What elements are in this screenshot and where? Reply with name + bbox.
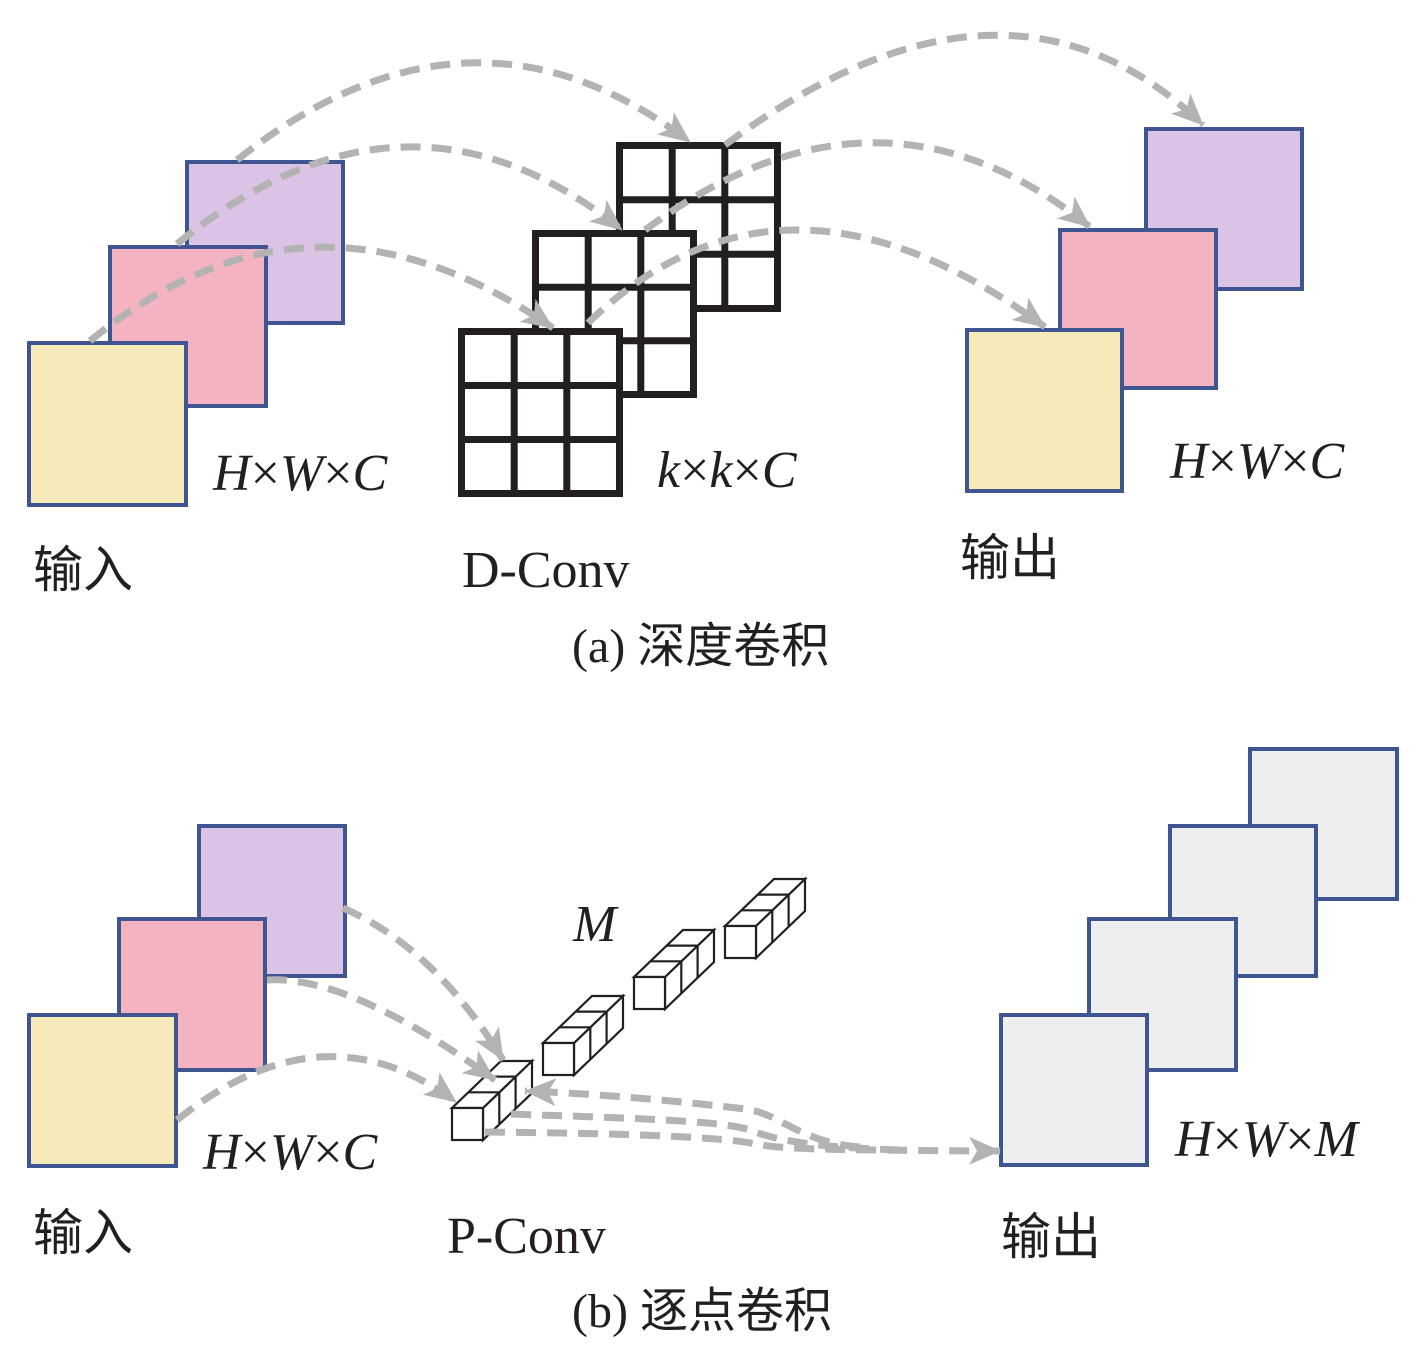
dim-channels: C (353, 445, 389, 502)
cube-front-face (450, 1106, 485, 1142)
times-sign: × (1280, 433, 1309, 490)
cube-front-face (632, 975, 667, 1011)
input-feature-maps (27, 824, 347, 1168)
panel-a-caption: (a) 深度卷积 (572, 620, 829, 673)
arrow-input-1-to-kernel (174, 1053, 459, 1123)
output-channel-1 (999, 1013, 1149, 1167)
input-channel-1 (27, 341, 188, 507)
times-sign: × (313, 1124, 342, 1181)
dim-height: H (1169, 433, 1210, 490)
output-channel-1 (965, 328, 1124, 493)
kernel-label: P-Conv (447, 1208, 606, 1265)
arrow-input-3-to-kernel-3 (234, 59, 693, 163)
kernel-1 (458, 328, 623, 497)
dim-height: H (212, 445, 253, 502)
panel-a-depthwise-convolution: H×W×C k×k×C H×W×C 输入 D-Conv 输出 (a) 深度卷积 (27, 31, 1346, 673)
output-label: 输出 (1001, 1208, 1101, 1266)
dim-output-channels: M (1314, 1111, 1361, 1168)
input-label: 输入 (33, 1204, 133, 1262)
input-dims-label: H×W×C (212, 445, 389, 502)
dim-height: H (1174, 1111, 1215, 1168)
arrow-kernel-to-output-upper (510, 1110, 901, 1154)
pointwise-flow-arrows (174, 904, 1001, 1165)
pointwise-kernel-4 (722, 876, 808, 961)
cube-front-face (541, 1041, 576, 1077)
input-label: 输入 (33, 541, 133, 599)
kernel-dims-label: k×k×C (657, 442, 798, 499)
arrow-input-3-to-kernel (341, 904, 506, 1062)
times-sign: × (241, 1124, 270, 1181)
times-sign: × (323, 445, 352, 502)
dim-width: W (280, 445, 328, 502)
arrow-input-1-to-kernel-1 (87, 243, 555, 344)
dim-channels: C (762, 442, 798, 499)
dim-width: W (1237, 433, 1285, 490)
times-sign: × (733, 442, 762, 499)
pointwise-kernel-1 (449, 1058, 535, 1143)
output-dims-label: H×W×C (1169, 433, 1346, 490)
dim-width: W (1242, 1111, 1290, 1168)
cube-front-face (723, 924, 758, 960)
kernel-label: D-Conv (462, 542, 630, 599)
panel-b-caption: (b) 逐点卷积 (572, 1285, 832, 1338)
output-label: 输出 (960, 529, 1060, 587)
times-sign: × (1208, 433, 1237, 490)
dim-width: W (270, 1124, 318, 1181)
arrow-return-to-kernel (524, 1078, 861, 1151)
output-feature-maps (965, 127, 1304, 493)
arrow-input-2-to-kernel (266, 976, 498, 1083)
input-channel-1 (27, 1013, 178, 1168)
pointwise-kernels (449, 876, 808, 1143)
times-sign: × (680, 442, 709, 499)
panel-b-pointwise-convolution: M H×W×C H×W×M 输入 P-Conv 输出 (b) 逐点卷积 (27, 747, 1399, 1338)
dim-channels: C (343, 1124, 379, 1181)
arrow-kernel-3-to-output-3 (722, 31, 1206, 148)
dim-kernel-width: k (709, 442, 733, 499)
pointwise-kernel-3 (631, 927, 717, 1012)
arrow-input-2-to-kernel-2 (174, 143, 625, 247)
dim-height: H (202, 1124, 243, 1181)
kernel-count-label: M (572, 896, 619, 953)
output-dims-label: H×W×M (1174, 1111, 1361, 1168)
input-dims-label: H×W×C (202, 1124, 379, 1181)
arrow-kernel-to-output (484, 1128, 1001, 1165)
arrow-kernel-2-to-output-2 (642, 139, 1093, 233)
kernel-frame (458, 328, 623, 497)
depthwise-flow-arrows (87, 31, 1206, 344)
dim-kernel-height: k (657, 442, 681, 499)
times-sign: × (1213, 1111, 1242, 1168)
output-feature-maps (999, 747, 1399, 1167)
times-sign: × (1285, 1111, 1314, 1168)
pointwise-kernel-2 (540, 993, 626, 1078)
dim-channels: C (1310, 433, 1346, 490)
times-sign: × (251, 445, 280, 502)
arrow-kernel-1-to-output-1 (585, 226, 1048, 330)
